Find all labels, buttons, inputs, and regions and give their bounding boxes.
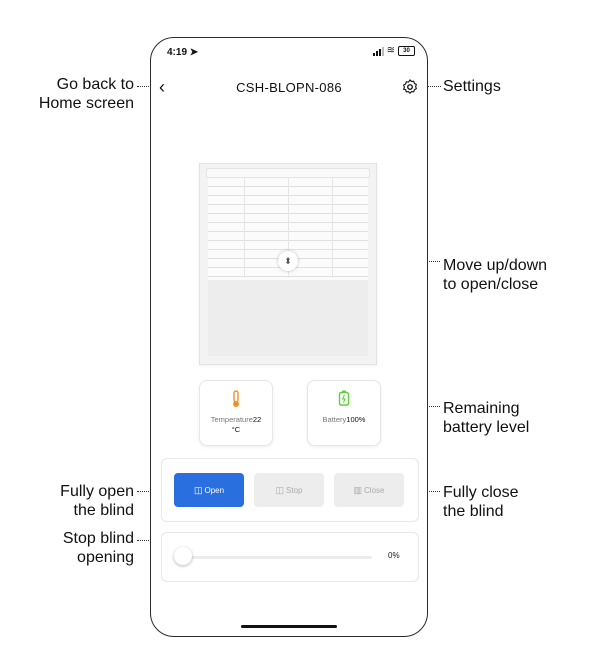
close-button[interactable]: ▥Close [334,473,404,507]
signal-icon [372,46,384,56]
back-chevron-icon[interactable]: ‹ [159,77,165,97]
slider-knob[interactable] [174,547,192,565]
blind-open-icon: ◫ [193,485,203,495]
blind-close-icon: ▥ [353,485,363,495]
temperature-card: Temperature22°C [199,380,273,446]
blind-window-area [208,280,368,356]
wifi-icon: ≋ [386,45,395,56]
home-indicator [241,625,337,628]
open-button[interactable]: ◫Open [174,473,244,507]
status-time: 4:19 ➤ [167,47,199,58]
slider-track[interactable] [184,556,372,559]
page-title: CSH-BLOPN-086 [236,80,342,95]
status-icons: ≋ 30 [372,45,415,56]
leader-line-back [137,86,155,87]
temperature-label: Temperature22°C [210,415,262,434]
control-panel: ◫Open ◫Stop ▥Close [161,458,419,522]
gear-icon[interactable] [401,78,419,96]
stop-button[interactable]: ◫Stop [254,473,324,507]
blind-visual[interactable]: ⬍ [199,163,377,365]
battery-label: Battery100% [322,415,366,424]
battery-icon [308,390,380,411]
up-down-arrows-icon[interactable]: ⬍ [278,251,298,271]
thermometer-icon [200,390,272,413]
position-slider-panel: 0% [161,532,419,582]
blind-head-rail [206,168,370,178]
blind-stop-icon: ◫ [275,485,285,495]
leader-line-settings [419,86,441,87]
location-arrow-icon: ➤ [187,47,199,58]
battery-status-icon: 30 [398,46,415,56]
phone-frame: 4:19 ➤ ≋ 30 ‹ CSH-BLOPN-086 ⬍ Temperatur… [150,37,428,637]
battery-card: Battery100% [307,380,381,446]
slider-value: 0% [388,551,400,560]
annotation-settings: Settings [443,78,501,95]
